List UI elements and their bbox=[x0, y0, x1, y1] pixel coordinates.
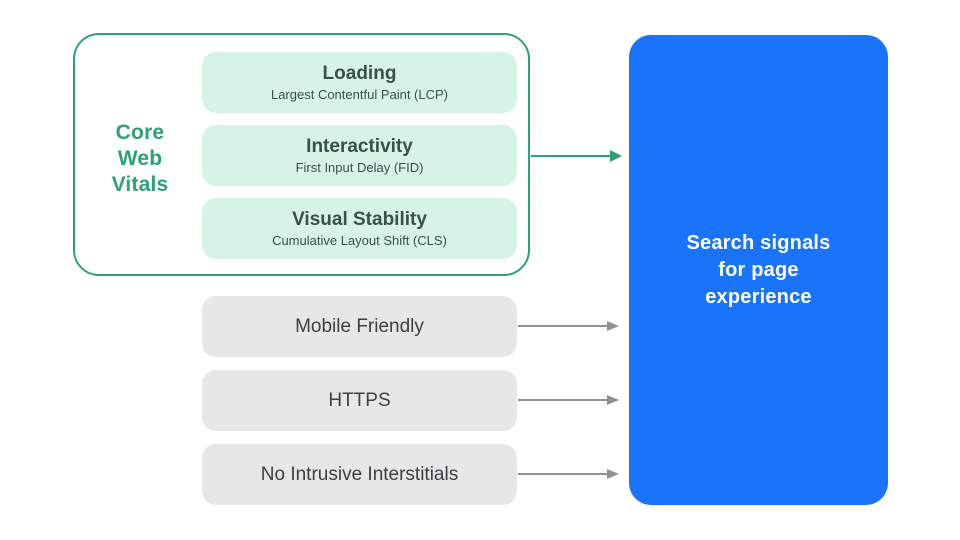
metric-title: Loading bbox=[322, 63, 397, 84]
arrow-head-icon bbox=[607, 469, 619, 479]
signal-row-mobile-friendly: Mobile Friendly bbox=[202, 296, 517, 357]
arrow-shaft bbox=[518, 473, 609, 475]
arrow-shaft bbox=[518, 325, 609, 327]
core-web-vitals-panel bbox=[73, 33, 530, 276]
metric-card-interactivity: Interactivity First Input Delay (FID) bbox=[202, 125, 517, 186]
metric-subtitle: Cumulative Layout Shift (CLS) bbox=[272, 233, 447, 248]
mobile-friendly-arrow-icon bbox=[518, 320, 619, 332]
signal-row-https: HTTPS bbox=[202, 370, 517, 431]
arrow-shaft bbox=[531, 155, 612, 157]
metric-card-loading: Loading Largest Contentful Paint (LCP) bbox=[202, 52, 517, 113]
no-intrusive-interstitials-arrow-icon bbox=[518, 468, 619, 480]
metric-card-visual-stability: Visual Stability Cumulative Layout Shift… bbox=[202, 198, 517, 259]
signal-label: No Intrusive Interstitials bbox=[260, 463, 459, 485]
arrow-head-icon bbox=[607, 395, 619, 405]
signal-label: HTTPS bbox=[328, 389, 391, 411]
signal-label: Mobile Friendly bbox=[295, 315, 424, 337]
metric-title: Interactivity bbox=[306, 136, 413, 157]
metric-subtitle: First Input Delay (FID) bbox=[295, 160, 424, 175]
arrow-head-icon bbox=[607, 321, 619, 331]
search-signals-label: Search signals for page experience bbox=[686, 231, 831, 308]
metric-title: Visual Stability bbox=[292, 209, 427, 230]
metric-subtitle: Largest Contentful Paint (LCP) bbox=[270, 87, 449, 102]
arrow-shaft bbox=[518, 399, 609, 401]
search-signals-result-box: Search signals for page experience bbox=[629, 35, 888, 505]
arrow-head-icon bbox=[610, 150, 622, 162]
core-web-vitals-arrow-icon bbox=[531, 150, 622, 162]
core-web-vitals-label: Core Web Vitals bbox=[111, 121, 169, 196]
https-arrow-icon bbox=[518, 394, 619, 406]
signal-row-no-intrusive-interstitials: No Intrusive Interstitials bbox=[202, 444, 517, 505]
